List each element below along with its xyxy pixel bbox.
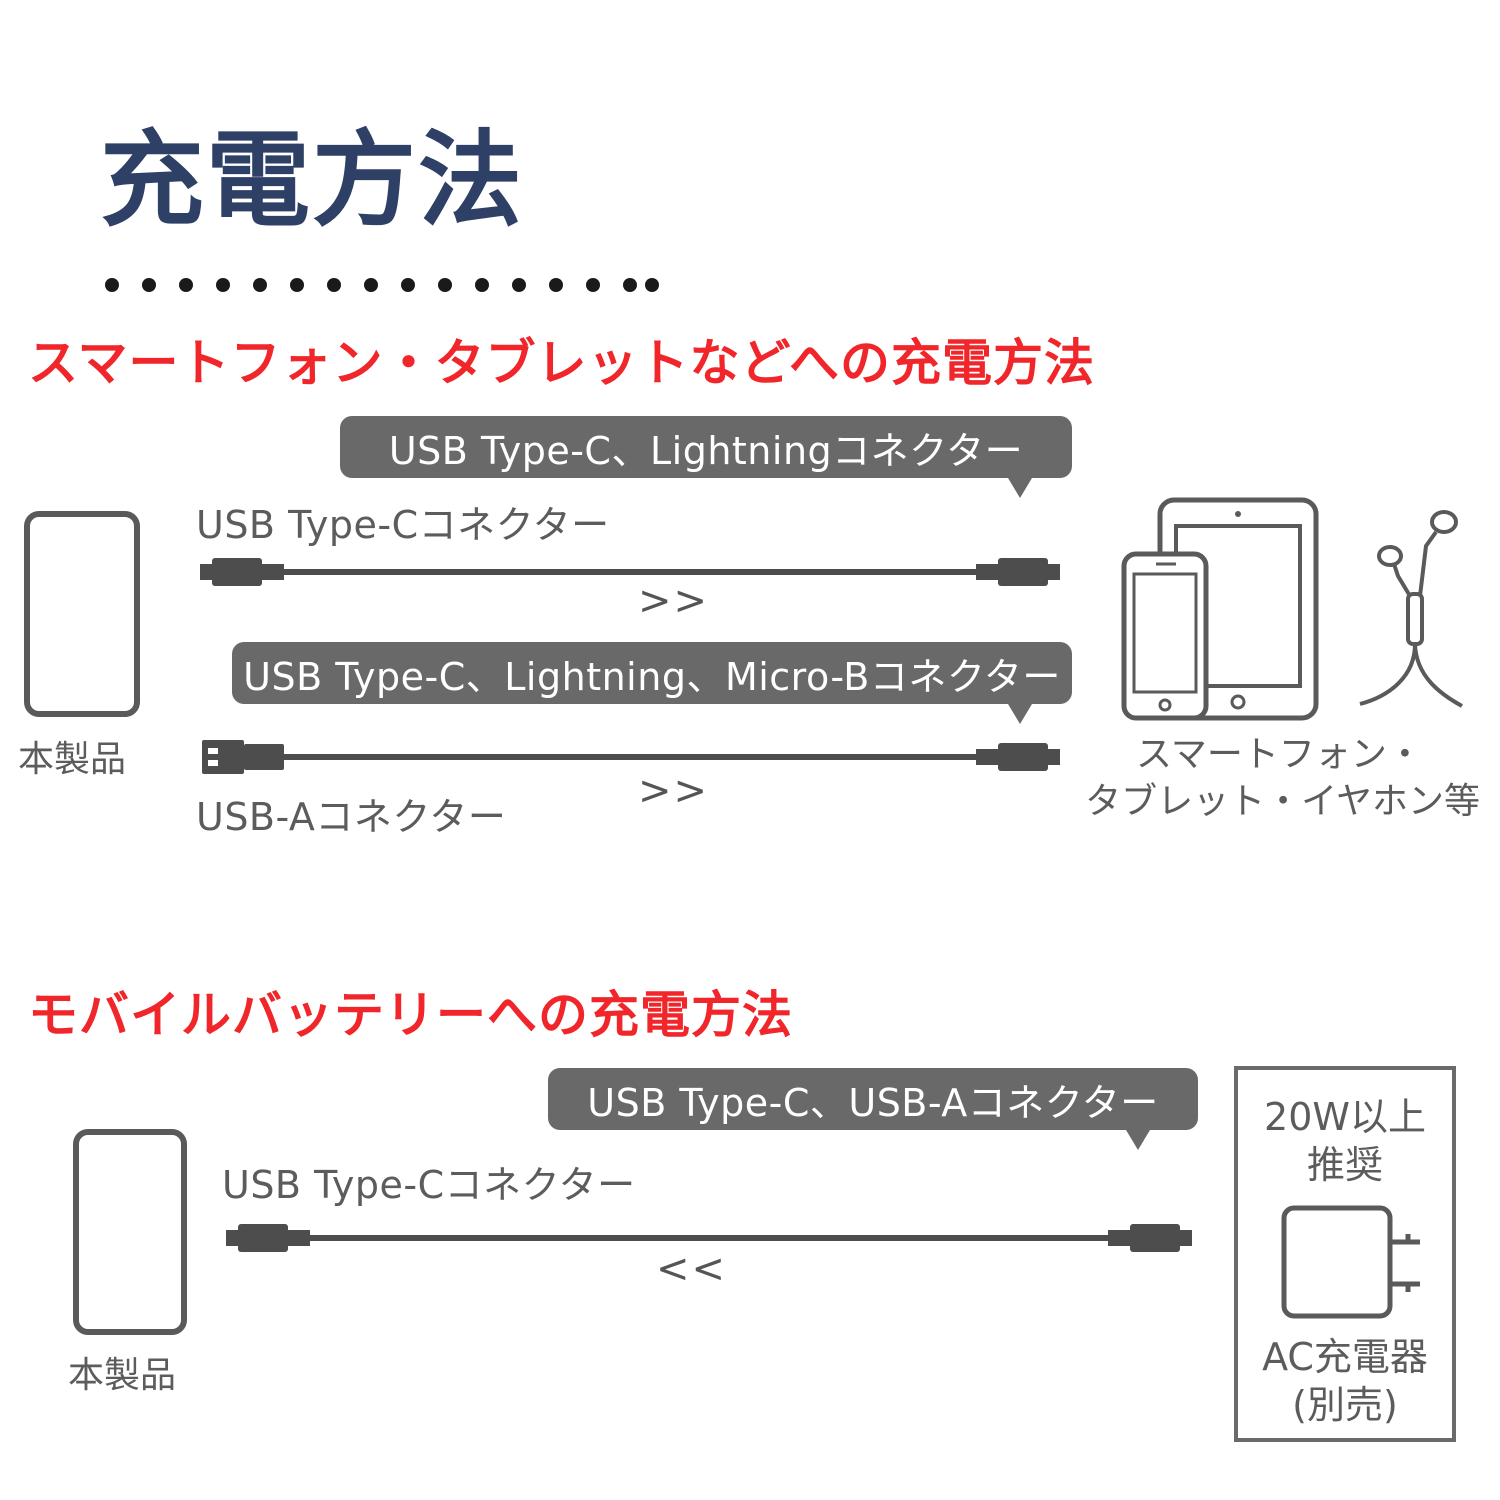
ac-recommend-line-1: 20W以上: [1264, 1095, 1426, 1139]
cable-icon: [226, 1224, 1192, 1252]
ac-charger-icon: [1281, 1205, 1420, 1319]
smartphone-icon: [1121, 551, 1209, 721]
target-label-line-2: タブレット・イヤホン等: [1085, 780, 1480, 822]
ac-charger-box: [1234, 1066, 1456, 1442]
direction-arrow: >>: [638, 578, 710, 624]
ac-label-line-1: AC充電器: [1262, 1335, 1428, 1379]
battery-outline-icon: [24, 511, 140, 717]
page-title: 充電方法: [100, 119, 525, 241]
source-connector-label: USB Type-Cコネクター: [196, 503, 610, 547]
target-devices-label: スマートフォン・ タブレット・イヤホン等: [1076, 732, 1480, 826]
bubble-tail: [1126, 1130, 1150, 1150]
cable-icon: [200, 558, 1060, 586]
product-label: 本製品: [18, 739, 127, 780]
target-label-line-1: スマートフォン・: [1136, 734, 1423, 775]
section-heading-battery: モバイルバッテリーへの充電方法: [28, 986, 793, 1044]
section-heading-smartphone: スマートフォン・タブレットなどへの充電方法: [28, 334, 1095, 392]
dotted-divider: [105, 278, 659, 292]
direction-arrow: <<: [656, 1246, 728, 1292]
battery-outline-icon: [73, 1129, 187, 1335]
connector-bubble: USB Type-C、USB-Aコネクター: [548, 1068, 1198, 1130]
bubble-tail: [1008, 704, 1032, 724]
product-label: 本製品: [68, 1355, 177, 1396]
earphones-icon: [1359, 510, 1463, 708]
ac-charger-label: AC充電器 (別売): [1234, 1334, 1456, 1429]
ac-label-line-2: (別売): [1292, 1382, 1398, 1427]
cable-icon: [202, 740, 1060, 774]
direction-arrow: >>: [638, 768, 710, 814]
connector-bubble: USB Type-C、Lightning、Micro-Bコネクター: [232, 642, 1072, 704]
source-connector-label: USB-Aコネクター: [196, 795, 507, 839]
ac-recommend-line-2: 推奨: [1306, 1142, 1383, 1187]
source-connector-label: USB Type-Cコネクター: [222, 1163, 636, 1207]
ac-recommendation: 20W以上 推奨: [1234, 1094, 1456, 1189]
bubble-tail: [1008, 478, 1032, 498]
connector-bubble: USB Type-C、Lightningコネクター: [340, 416, 1072, 478]
